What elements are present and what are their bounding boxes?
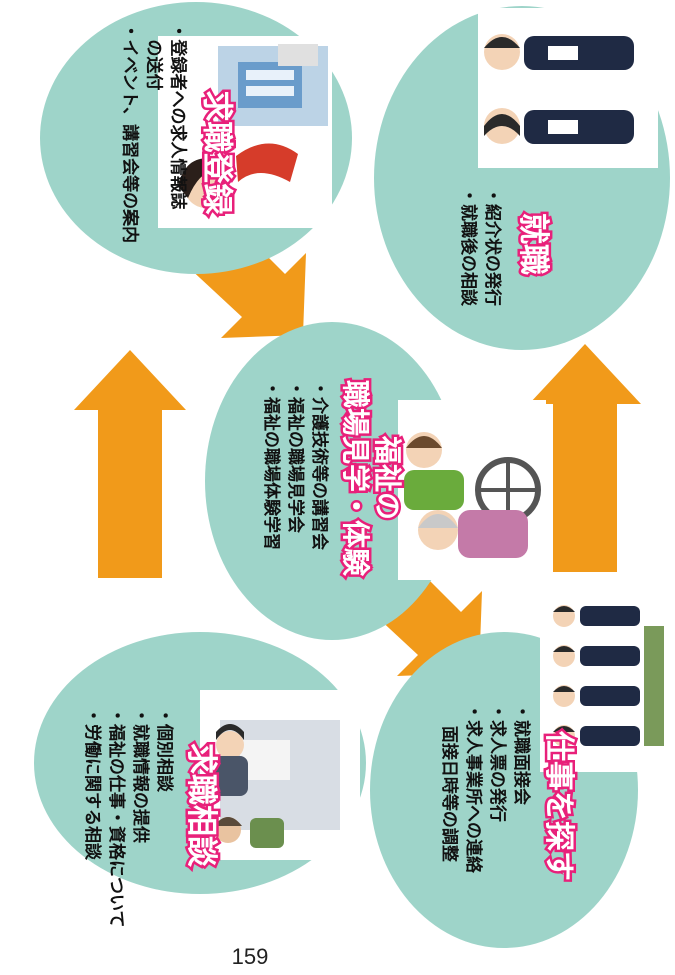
step-content-employment: 就職 紹介状の発行 就職後の相談 <box>440 127 554 367</box>
step-list-job-search: 就職面接会 求人票の発行 求人事業所への連絡 面接日時等の調整 <box>437 703 534 873</box>
step-list-employment: 紹介状の発行 就職後の相談 <box>456 187 504 306</box>
job-fair-photo <box>540 596 672 772</box>
step-heading-job-consultation: 求職相談 <box>181 741 222 870</box>
arrow-up-right <box>529 344 641 572</box>
step-heading-job-registration: 求職登録 <box>196 88 237 217</box>
arrow-up-left <box>74 350 186 578</box>
list-item: 個別相談 <box>152 707 176 928</box>
step-content-job-registration: 求職登録 登録者への求人情報誌 の送付 イベント、講習会等の案内 <box>89 0 237 313</box>
list-item: 福祉の職場見学会 <box>283 380 307 550</box>
list-item: 労働に関する相談 <box>80 707 104 928</box>
list-item: 介護技術等の講習会 <box>307 380 331 550</box>
consultation-photo <box>200 690 360 860</box>
step-content-job-consultation: 求職相談 個別相談 就職情報の提供 福祉の仕事・資格について 労働に関する相談 <box>70 645 222 975</box>
page-number: 159 <box>231 944 269 969</box>
step-content-job-search: 仕事を探す 就職面接会 求人票の発行 求人事業所への連絡 面接日時等の調整 <box>425 633 579 973</box>
step-content-workplace-visit: 福祉の 職場見学・体験 介護技術等の講習会 福祉の職場見学会 福祉の職場体験学習 <box>261 318 407 648</box>
step-heading-workplace-visit: 福祉の 職場見学・体験 <box>336 378 407 579</box>
list-item: 就職面接会 <box>509 703 533 873</box>
step-heading-employment: 就職 <box>513 211 554 278</box>
step-heading-line: 福祉の <box>369 434 407 523</box>
new-employees-photo <box>478 8 658 168</box>
list-item: 福祉の職場体験学習 <box>259 380 283 550</box>
list-item: 登録者への求人情報誌 <box>165 23 189 244</box>
step-list-workplace-visit: 介護技術等の講習会 福祉の職場見学会 福祉の職場体験学習 <box>259 380 331 550</box>
list-item: の送付 <box>143 39 164 91</box>
list-item: 求人事業所への連絡 <box>461 703 485 873</box>
list-item: 求人票の発行 <box>485 703 509 873</box>
step-heading-job-search: 仕事を探す <box>539 729 579 884</box>
list-item: イベント、講習会等の案内 <box>117 23 141 244</box>
list-item-continuation: 面接日時等の調整 <box>438 725 459 862</box>
step-heading-line: 職場見学・体験 <box>336 378 374 579</box>
step-list-job-consultation: 個別相談 就職情報の提供 福祉の仕事・資格について 労働に関する相談 <box>80 707 177 928</box>
list-item: 紹介状の発行 <box>480 187 504 306</box>
step-list-job-registration: 登録者への求人情報誌 の送付 イベント、講習会等の案内 <box>117 23 189 244</box>
list-item: 就職情報の提供 <box>128 707 152 928</box>
list-item: 面接日時等の調整 <box>437 703 461 873</box>
list-item: 就職後の相談 <box>456 187 480 306</box>
caregiving-photo <box>398 400 546 580</box>
list-item: 福祉の仕事・資格について <box>104 707 128 928</box>
